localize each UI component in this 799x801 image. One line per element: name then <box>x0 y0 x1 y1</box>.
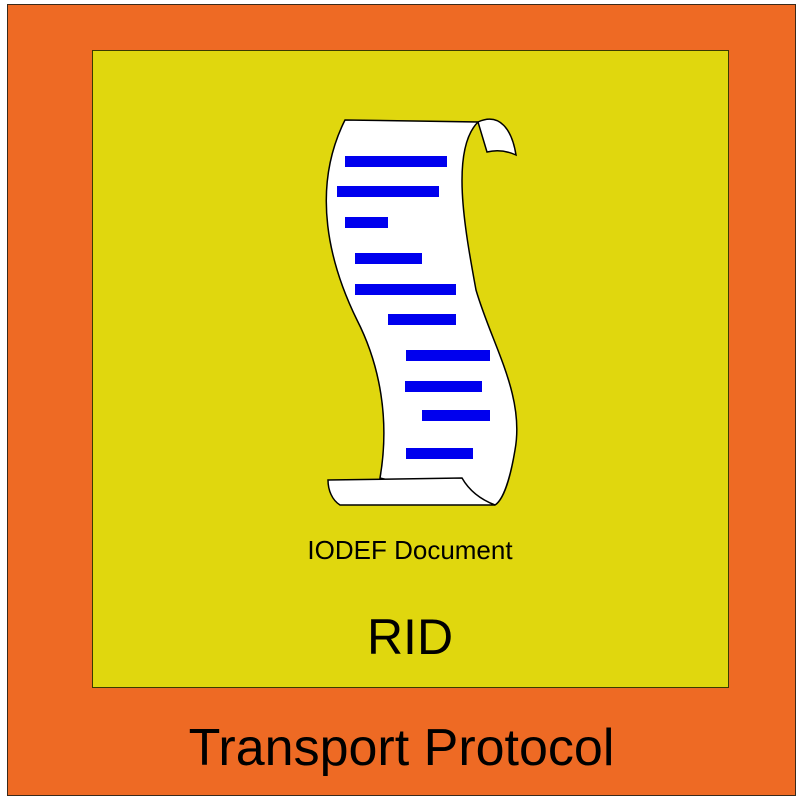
transport-protocol-label: Transport Protocol <box>188 719 615 777</box>
rid-layer <box>92 50 729 688</box>
rid-label: RID <box>366 609 454 665</box>
iodef-document-label: IODEF Document <box>307 535 513 565</box>
